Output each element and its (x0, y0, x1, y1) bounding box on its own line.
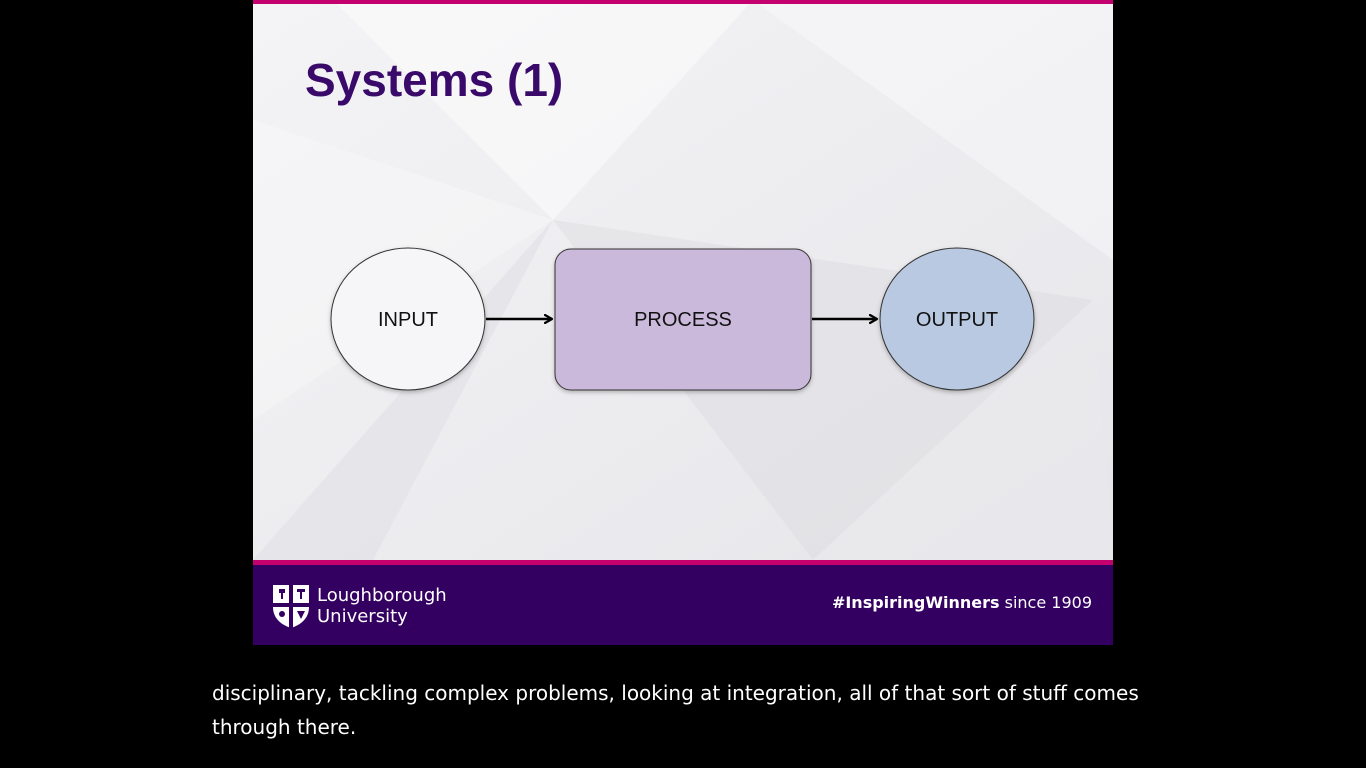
subtitle-caption: disciplinary, tackling complex problems,… (212, 681, 1139, 739)
presentation-slide: Systems (1) INPUT PROCESS (253, 0, 1113, 645)
input-node: INPUT (330, 247, 486, 391)
output-node-label: OUTPUT (916, 309, 998, 331)
output-node: OUTPUT (879, 247, 1035, 391)
bg-facet (813, 300, 1113, 560)
slide-title: Systems (1) (305, 54, 564, 106)
logo-text-line-2: University (317, 606, 408, 627)
system-flow-diagram: INPUT PROCESS OUTPUT (330, 247, 1035, 391)
top-accent-bar (253, 0, 1113, 4)
process-node: PROCESS (554, 248, 812, 391)
logo-text-line-1: Loughborough (317, 585, 447, 606)
university-crest-icon (273, 585, 309, 628)
slide-footer: Loughborough University #InspiringWinner… (253, 560, 1113, 645)
process-node-label: PROCESS (634, 309, 732, 331)
tagline-suffix: since 1909 (999, 593, 1092, 612)
input-node-label: INPUT (378, 309, 438, 331)
university-logo: Loughborough University (271, 583, 447, 629)
bg-facet (753, 0, 1113, 260)
footer-accent-stripe (253, 560, 1113, 565)
tagline-hashtag: #InspiringWinners (831, 593, 1000, 612)
footer-tagline: #InspiringWinners since 1909 (832, 593, 1092, 613)
bg-facet (333, 0, 753, 220)
